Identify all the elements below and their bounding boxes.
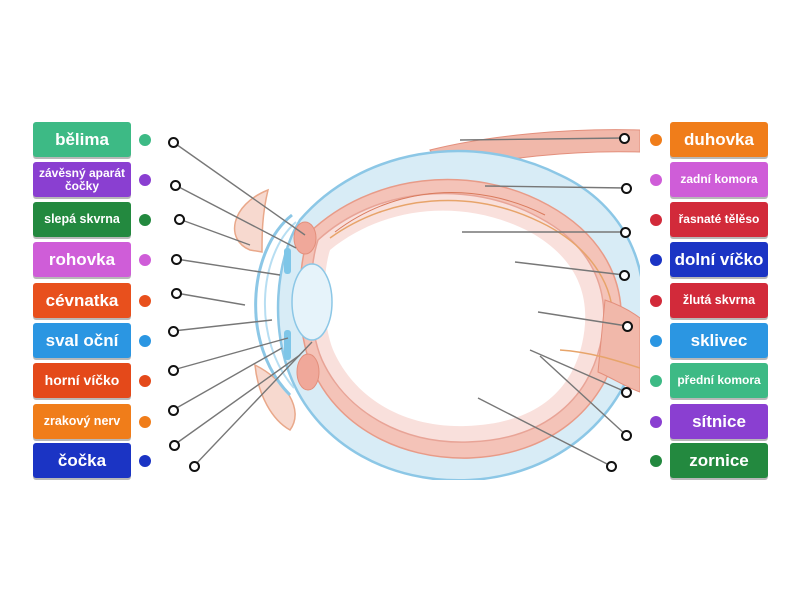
label-sitnice[interactable]: sítnice <box>670 404 768 439</box>
label-sval-ocni-handle[interactable] <box>139 335 151 347</box>
label-slepa-skvrna-handle[interactable] <box>139 214 151 226</box>
label-cevnatka-handle[interactable] <box>139 295 151 307</box>
label-cocka-handle[interactable] <box>139 455 151 467</box>
label-predni-komora[interactable]: přední komora <box>670 363 768 398</box>
label-zadni-komora[interactable]: zadní komora <box>670 162 768 197</box>
label-zadni-komora-handle[interactable] <box>650 174 662 186</box>
right-drop-target-7[interactable] <box>621 430 632 441</box>
left-leader-line-10 <box>194 342 312 466</box>
left-drop-target-7[interactable] <box>168 365 179 376</box>
right-drop-target-8[interactable] <box>606 461 617 472</box>
label-belima[interactable]: bělima <box>33 122 131 157</box>
label-zavesny-aparat-cocky[interactable]: závěsný aparát čočky <box>33 162 131 197</box>
left-drop-target-6[interactable] <box>168 326 179 337</box>
label-zrakovy-nerv[interactable]: zrakový nerv <box>33 404 131 439</box>
right-drop-target-6[interactable] <box>621 387 632 398</box>
label-duhovka-handle[interactable] <box>650 134 662 146</box>
left-drop-target-4[interactable] <box>171 254 182 265</box>
left-drop-target-10[interactable] <box>189 461 200 472</box>
label-zornice-handle[interactable] <box>650 455 662 467</box>
right-drop-target-5[interactable] <box>622 321 633 332</box>
right-drop-target-4[interactable] <box>619 270 630 281</box>
left-drop-target-8[interactable] <box>168 405 179 416</box>
ciliary-body-top <box>294 222 316 254</box>
label-zavesny-aparat-cocky-handle[interactable] <box>139 174 151 186</box>
label-duhovka[interactable]: duhovka <box>670 122 768 157</box>
label-dolni-vicko[interactable]: dolní víčko <box>670 242 768 277</box>
label-horni-vicko[interactable]: horní víčko <box>33 363 131 398</box>
iris-bottom <box>284 330 291 360</box>
label-rohovka-handle[interactable] <box>139 254 151 266</box>
label-zornice[interactable]: zornice <box>670 443 768 478</box>
label-sklivec[interactable]: sklivec <box>670 323 768 358</box>
ciliary-body-bottom <box>297 354 319 390</box>
right-drop-target-1[interactable] <box>619 133 630 144</box>
label-sval-ocni[interactable]: sval oční <box>33 323 131 358</box>
label-cevnatka[interactable]: cévnatka <box>33 283 131 318</box>
left-leader-line-4 <box>176 259 280 275</box>
label-slepa-skvrna[interactable]: slepá skvrna <box>33 202 131 237</box>
label-dolni-vicko-handle[interactable] <box>650 254 662 266</box>
label-cocka[interactable]: čočka <box>33 443 131 478</box>
right-drop-target-3[interactable] <box>620 227 631 238</box>
right-drop-target-2[interactable] <box>621 183 632 194</box>
lens <box>292 264 332 340</box>
label-zrakovy-nerv-handle[interactable] <box>139 416 151 428</box>
upper-eyelid <box>235 190 268 252</box>
label-zluta-skvrna-handle[interactable] <box>650 295 662 307</box>
label-predni-komora-handle[interactable] <box>650 375 662 387</box>
label-rasnate-teleso-handle[interactable] <box>650 214 662 226</box>
label-zluta-skvrna[interactable]: žlutá skvrna <box>670 283 768 318</box>
left-drop-target-5[interactable] <box>171 288 182 299</box>
left-drop-target-2[interactable] <box>170 180 181 191</box>
left-leader-line-5 <box>176 293 245 305</box>
eye-illustration <box>235 130 644 481</box>
label-sklivec-handle[interactable] <box>650 335 662 347</box>
label-rohovka[interactable]: rohovka <box>33 242 131 277</box>
label-rasnate-teleso[interactable]: řasnaté tělěso <box>670 202 768 237</box>
label-horni-vicko-handle[interactable] <box>139 375 151 387</box>
left-drop-target-1[interactable] <box>168 137 179 148</box>
label-sitnice-handle[interactable] <box>650 416 662 428</box>
label-belima-handle[interactable] <box>139 134 151 146</box>
iris-top <box>284 248 291 274</box>
left-drop-target-9[interactable] <box>169 440 180 451</box>
left-drop-target-3[interactable] <box>174 214 185 225</box>
